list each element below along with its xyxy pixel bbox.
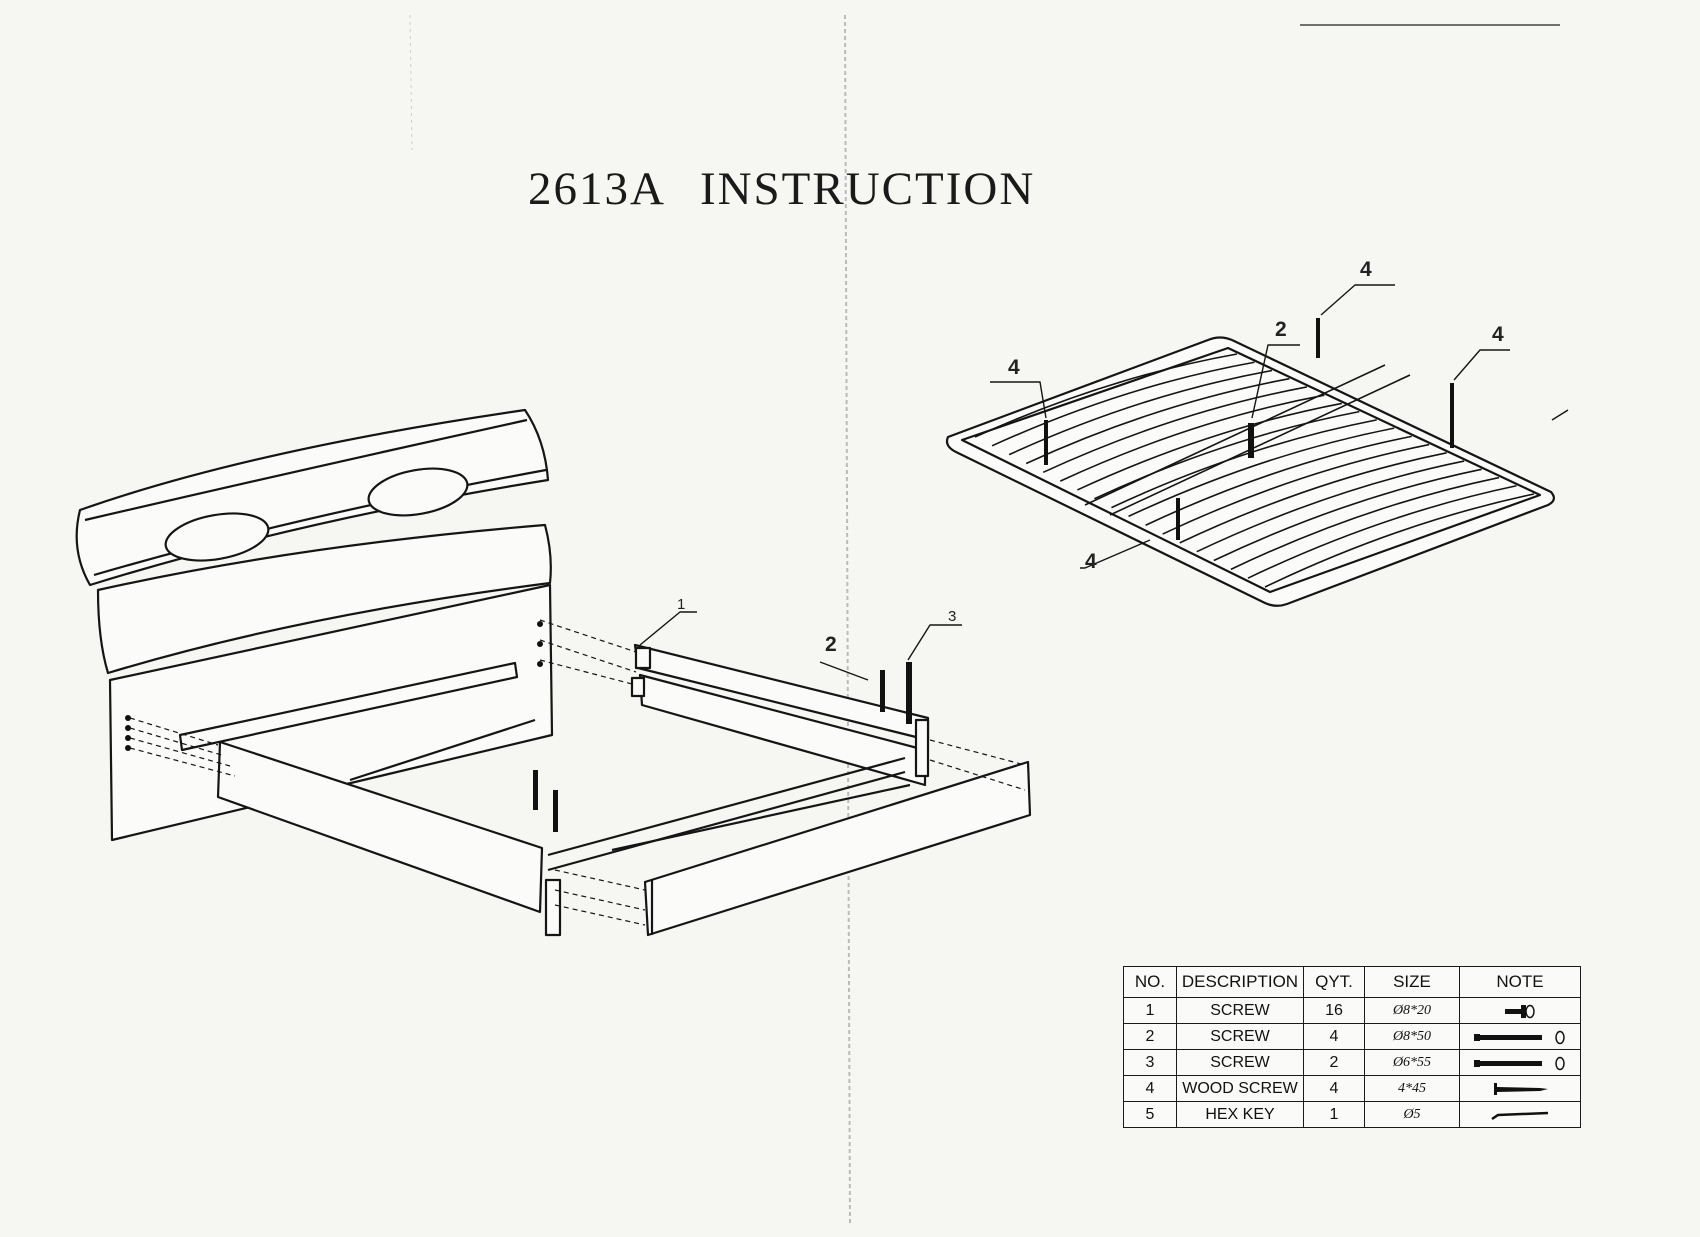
callout-frame-rail: 1 bbox=[677, 596, 686, 613]
part-size: Ø5 bbox=[1364, 1101, 1460, 1128]
part-size: Ø6*55 bbox=[1364, 1049, 1460, 1076]
part-size: Ø8*50 bbox=[1364, 1023, 1460, 1050]
part-no: 3 bbox=[1123, 1049, 1177, 1076]
part-description: SCREW bbox=[1176, 997, 1304, 1024]
callout-slat-bottom: 4 bbox=[1085, 550, 1097, 573]
short-bolt-icon bbox=[1459, 997, 1581, 1024]
bed-frame-drawing bbox=[75, 408, 1032, 937]
slat bbox=[1042, 386, 1308, 474]
title-word: INSTRUCTION bbox=[699, 163, 1036, 215]
long-bolt-icon bbox=[1459, 1049, 1581, 1076]
wood-screw-icon bbox=[1459, 1075, 1581, 1102]
part-no: 1 bbox=[1123, 997, 1177, 1024]
part-qty: 2 bbox=[1303, 1049, 1365, 1076]
slat bbox=[1213, 468, 1482, 562]
header-qty: QYT. bbox=[1303, 966, 1365, 998]
callout-frame-bolt-a: 2 bbox=[825, 633, 837, 656]
callout-slat-right: 4 bbox=[1492, 323, 1504, 346]
slat bbox=[1179, 452, 1447, 544]
part-no: 4 bbox=[1123, 1075, 1177, 1102]
callout-frame-bolt-b: 3 bbox=[948, 608, 957, 625]
part-qty: 16 bbox=[1303, 997, 1365, 1024]
parts-table-header: NO. DESCRIPTION QYT. SIZE NOTE bbox=[1123, 966, 1581, 998]
slat bbox=[1008, 369, 1273, 456]
slat bbox=[1196, 460, 1465, 553]
part-description: SCREW bbox=[1176, 1023, 1304, 1050]
slat bbox=[991, 361, 1255, 447]
slat bbox=[1111, 419, 1377, 509]
part-size: 4*45 bbox=[1364, 1075, 1460, 1102]
slat bbox=[1094, 410, 1360, 500]
header-no: NO. bbox=[1123, 966, 1177, 998]
part-no: 2 bbox=[1123, 1023, 1177, 1050]
slat bbox=[1059, 394, 1325, 482]
header-note: NOTE bbox=[1459, 966, 1581, 998]
slat bbox=[1128, 427, 1395, 518]
header-size: SIZE bbox=[1364, 966, 1460, 998]
part-description: WOOD SCREW bbox=[1176, 1075, 1304, 1102]
slat bbox=[1162, 443, 1430, 535]
slat bbox=[1247, 484, 1517, 579]
slat bbox=[1230, 476, 1500, 571]
callout-slat-left: 4 bbox=[1008, 356, 1020, 379]
slat-base-drawing bbox=[945, 284, 1569, 607]
part-no: 5 bbox=[1123, 1101, 1177, 1128]
slat bbox=[1077, 402, 1342, 491]
part-description: SCREW bbox=[1176, 1049, 1304, 1076]
long-bolt-icon bbox=[1459, 1023, 1581, 1050]
part-description: HEX KEY bbox=[1176, 1101, 1304, 1128]
part-qty: 4 bbox=[1303, 1075, 1365, 1102]
part-size: Ø8*20 bbox=[1364, 997, 1460, 1024]
header-description: DESCRIPTION bbox=[1176, 966, 1304, 998]
slat bbox=[1264, 493, 1535, 588]
model-number: 2613A bbox=[528, 163, 666, 215]
callout-slat-center: 2 bbox=[1275, 318, 1287, 341]
callout-slat-top: 4 bbox=[1360, 258, 1372, 281]
slat bbox=[1025, 377, 1290, 465]
page-title: 2613A INSTRUCTION bbox=[528, 162, 1035, 216]
hex-key-icon bbox=[1459, 1101, 1581, 1128]
slat bbox=[974, 353, 1238, 438]
part-qty: 1 bbox=[1303, 1101, 1365, 1128]
part-qty: 4 bbox=[1303, 1023, 1365, 1050]
